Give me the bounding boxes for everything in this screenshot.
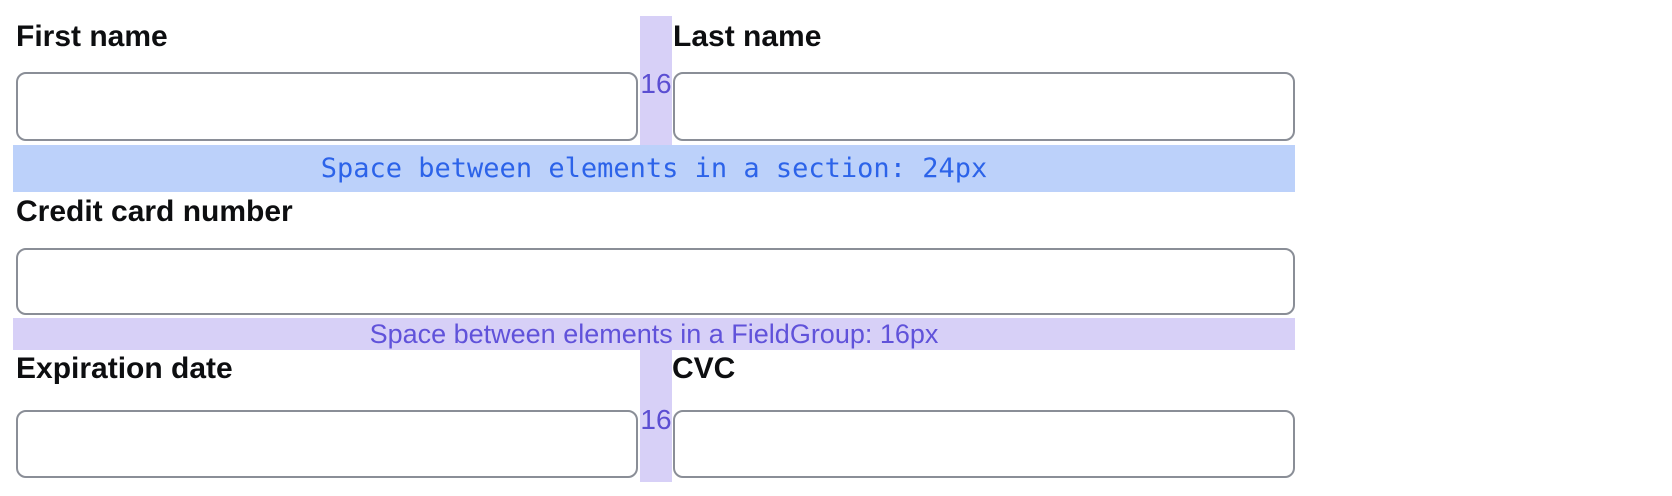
last-name-input[interactable] xyxy=(673,72,1295,141)
first-name-label: First name xyxy=(16,20,168,53)
column-gap-value-bottom: 16 xyxy=(640,404,672,435)
section-gap-highlight: Space between elements in a section: 24p… xyxy=(13,145,1295,192)
section-gap-annotation: Space between elements in a section: 24p… xyxy=(320,153,988,184)
cvc-input[interactable] xyxy=(673,410,1295,478)
cvc-label: CVC xyxy=(672,352,736,385)
expiration-date-label: Expiration date xyxy=(16,352,233,385)
credit-card-input[interactable] xyxy=(16,248,1295,315)
column-gap-highlight-top xyxy=(640,16,672,145)
last-name-label: Last name xyxy=(673,20,822,53)
expiration-date-input[interactable] xyxy=(16,410,638,478)
credit-card-label: Credit card number xyxy=(16,195,293,228)
fieldgroup-gap-highlight: Space between elements in a FieldGroup: … xyxy=(13,318,1295,350)
column-gap-value-top: 16 xyxy=(640,68,672,99)
first-name-input[interactable] xyxy=(16,72,638,141)
column-gap-highlight-bottom xyxy=(640,350,672,482)
fieldgroup-gap-annotation: Space between elements in a FieldGroup: … xyxy=(369,318,939,349)
